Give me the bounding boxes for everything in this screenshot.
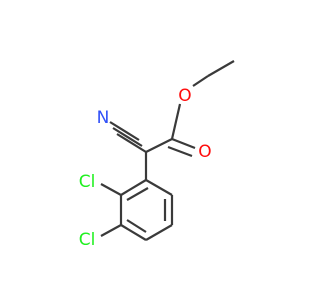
bond-carbonyl-double-2 — [167, 145, 193, 158]
bond-ring-chlorine-a — [100, 183, 122, 196]
ring-bond-6 — [145, 179, 173, 196]
bond-ring-chlorine-b — [100, 224, 122, 237]
bond-methyl-methylene — [207, 60, 235, 77]
bond-methylene-oxygen — [192, 75, 209, 87]
atom-nitrogen: N — [97, 108, 110, 128]
bond-cyano-triple-1 — [116, 133, 147, 153]
bond-oxygen-carbonyl-carbon — [170, 103, 182, 140]
ring-bond-1 — [120, 179, 147, 196]
ring-bond-3 — [120, 224, 147, 241]
atom-oxygen-carbonyl: O — [198, 142, 211, 162]
ring-bond-4 — [145, 224, 173, 241]
ring-inner-bond-1 — [126, 187, 149, 201]
bond-cyano-triple-3 — [109, 121, 140, 141]
atom-chlorine-b: Cl — [79, 230, 96, 250]
bond-cyano-triple-2 — [112, 127, 143, 147]
ring-inner-bond-2 — [126, 219, 147, 233]
structure-diagram: O O N Cl Cl — [79, 60, 235, 250]
atom-chlorine-a: Cl — [79, 172, 96, 192]
bond-carbonyl-alpha — [145, 138, 173, 153]
atom-oxygen-ester: O — [178, 86, 191, 106]
bond-carbonyl-double-1 — [171, 137, 196, 150]
